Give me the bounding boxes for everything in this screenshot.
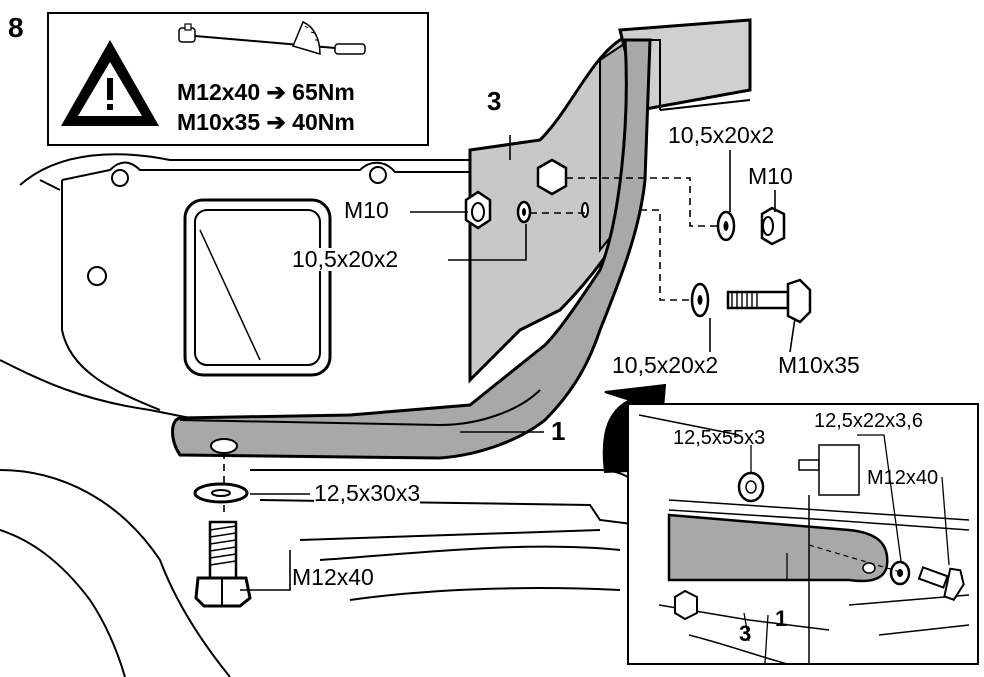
frame-opening [87,166,387,377]
inset-detail-view: 12,5x55x3 12,5x22x3,6 M12x40 1 3 [627,403,979,665]
callout-washer-right-bottom: 10,5x20x2 [612,352,719,378]
torque-wrench-icon [178,21,366,56]
callout-m10-nut-left: M10 [344,197,389,223]
torque-line-m12: M12x40 ➔ 65Nm [177,79,355,105]
inset-callout-part-3: 3 [739,621,752,646]
assembly-guide-lines [223,177,728,515]
bolt-m10x35 [726,278,812,324]
bolt-m12x40 [194,520,252,608]
torque-warning-box: M12x40 ➔ 65Nm M10x35 ➔ 40Nm [47,12,429,146]
inset-callout-bolt: M12x40 [867,467,939,489]
torque-line-m10: M10x35 ➔ 40Nm [177,109,355,135]
warning-triangle-icon [61,40,159,126]
inset-callout-part-1: 1 [775,606,788,631]
callout-part-1: 1 [551,416,566,446]
washer-bottom [193,482,249,504]
washer-right-top [716,210,736,242]
inset-callout-spacer: 12,5x55x3 [673,427,766,449]
washer-right-bottom [690,282,710,318]
callout-bolt-m10x35: M10x35 [778,352,860,378]
callout-m10-nut-right: M10 [748,163,793,189]
callout-bolt-m12x40: M12x40 [292,564,374,590]
callout-washer-right-top: 10,5x20x2 [668,122,775,148]
bracket-nut-top [536,158,568,196]
inset-callout-washer: 12,5x22x3,6 [814,410,923,432]
vehicle-frame-outline [0,153,651,677]
callout-washer-bottom: 12,5x30x3 [314,480,421,506]
step-number: 8 [8,12,24,43]
bracket-nut-m10 [464,190,492,230]
callout-part-3: 3 [487,86,502,116]
callout-washer-left: 10,5x20x2 [292,246,399,272]
arm-part-1 [171,38,652,460]
nut-m10-right [760,206,786,246]
bracket-washer [516,200,532,224]
leader-lines [240,135,796,591]
inset-illustration [638,414,970,663]
